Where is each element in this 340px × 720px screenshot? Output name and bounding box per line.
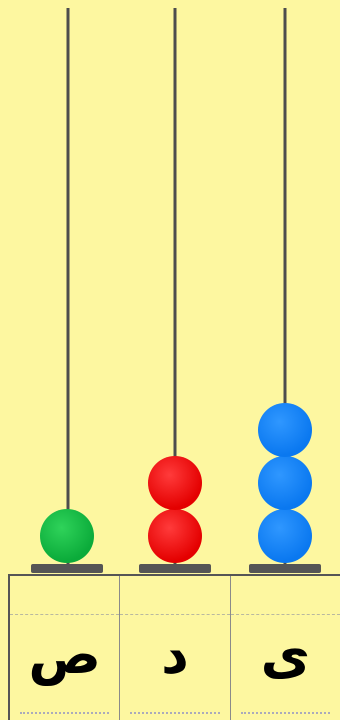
divider-line — [231, 614, 340, 615]
rod-hundreds — [67, 8, 70, 568]
dotted-line — [20, 712, 109, 714]
base-plate-hundreds — [31, 564, 103, 573]
bead-tens-2[interactable] — [148, 456, 202, 510]
bead-ones-1[interactable] — [258, 509, 312, 563]
divider-line — [120, 614, 229, 615]
bead-hundreds-1[interactable] — [40, 509, 94, 563]
label-hundreds: ص — [10, 628, 119, 682]
divider-line — [10, 614, 119, 615]
base-plate-tens — [139, 564, 211, 573]
label-tens: د — [120, 628, 229, 682]
label-ones: ی — [231, 628, 340, 682]
label-cell-ones: ی — [231, 576, 340, 720]
label-cell-hundreds: ص — [10, 576, 120, 720]
place-value-label-box: ص د ی — [8, 574, 340, 720]
bead-tens-1[interactable] — [148, 509, 202, 563]
label-cell-tens: د — [120, 576, 230, 720]
bead-ones-3[interactable] — [258, 403, 312, 457]
bead-ones-2[interactable] — [258, 456, 312, 510]
base-plate-ones — [249, 564, 321, 573]
dotted-line — [130, 712, 219, 714]
dotted-line — [241, 712, 330, 714]
